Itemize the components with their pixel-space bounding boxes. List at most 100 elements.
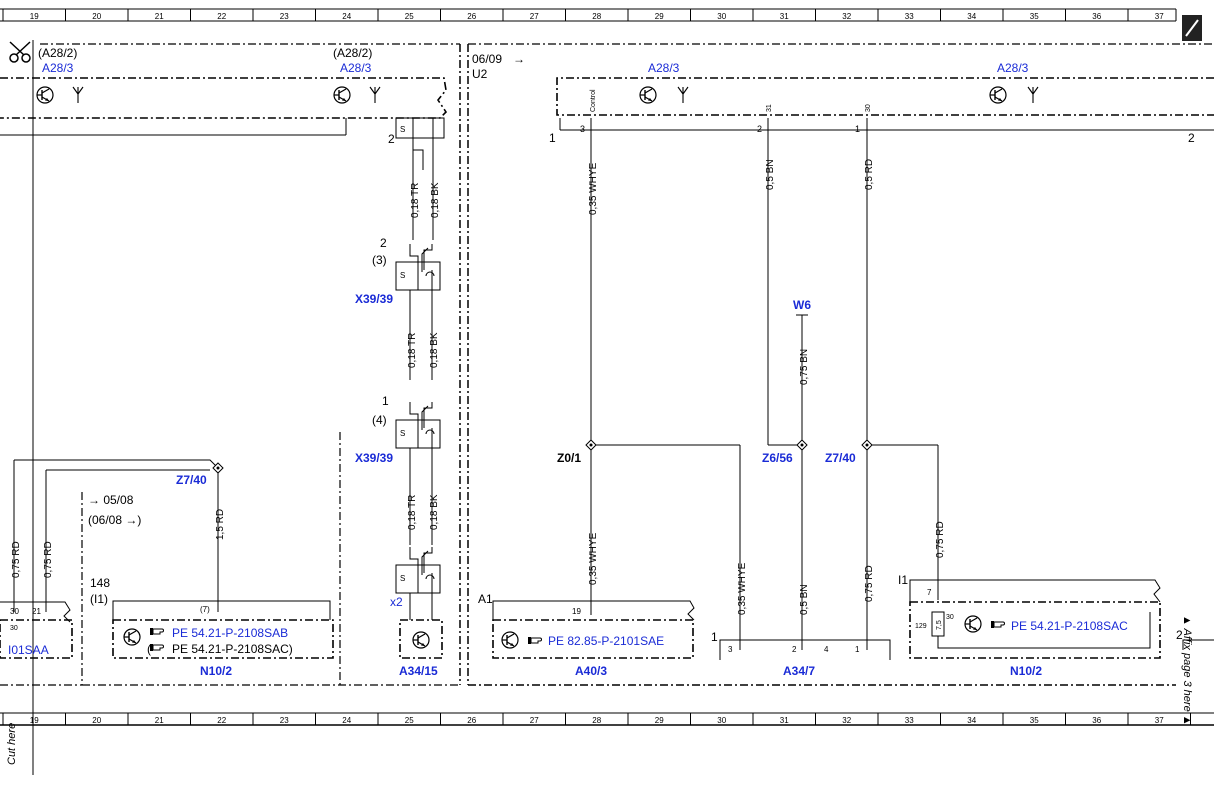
transistor-icon [412,631,430,649]
i01saa-box [0,619,73,659]
transistor-icon [964,615,982,633]
z7-40-link[interactable]: Z7/40 [825,451,856,465]
pin-7: 7 [927,588,932,597]
ruler-number: 22 [217,716,226,725]
ruler-number: 19 [30,716,39,725]
pin-30-left: 30 [10,607,19,616]
pin-2: 2 [757,124,762,134]
connector-icon [395,401,441,461]
pin-control-label: Control [590,89,597,112]
ruler-number: 36 [1092,716,1101,725]
x39-39-link[interactable]: X39/39 [355,292,393,306]
a34-7-link[interactable]: A34/7 [783,664,815,678]
wire-label: 0,75 RD [864,565,875,602]
antenna-icon [677,86,689,104]
wire-label: 0,5 BN [765,159,776,190]
antenna-icon [369,86,381,104]
pin-30: 30 [946,614,954,621]
ruler-number: 30 [717,12,726,21]
z0-1-label: Z0/1 [557,451,581,465]
a28-3-left-box [0,77,448,119]
transistor-icon [123,628,141,646]
pin-7-paren: (7) [200,605,210,614]
date-0508: → 05/08 [88,493,134,507]
top-ruler [0,8,1177,22]
ruler-number: 23 [280,716,289,725]
pe-54-21-sac-link[interactable]: PE 54.21-P-2108SAC [1011,619,1128,633]
hand-pointer-icon [527,636,542,645]
w6-link[interactable]: W6 [793,298,811,312]
pin-3: 3 [580,124,585,134]
a28-3-right-link[interactable]: A28/3 [648,61,680,75]
label-148: 148 [90,576,110,590]
wire-label: 0,5 RD [864,159,875,190]
ruler-number: 31 [780,12,789,21]
a28-3-right-link-2[interactable]: A28/3 [997,61,1029,75]
z6-56-link[interactable]: Z6/56 [762,451,793,465]
wire-label: 0,35 WHYE [737,562,748,615]
wire-label: 0,35 WHYE [588,532,599,585]
a40-3-link[interactable]: A40/3 [575,664,607,678]
wire-label: 0,18 TR [407,333,418,368]
n10-2-left-box [112,619,334,659]
date-label: 06/09 [472,52,502,66]
z7-40-left-link[interactable]: Z7/40 [176,473,207,487]
ruler-number: 32 [842,12,851,21]
ruler-number: 35 [1030,12,1039,21]
transistor-icon [501,631,519,649]
connector-pin-1: 1 [382,394,389,408]
a34-15-link[interactable]: A34/15 [399,664,438,678]
ruler-number: 23 [280,12,289,21]
a34-7-pin-3: 3 [728,645,733,654]
wire-label: 0,35 WHYE [588,162,599,215]
i01saa-link[interactable]: I01SAA [8,643,49,657]
a28-3-mid-link[interactable]: A28/3 [340,61,372,75]
ruler-number: 34 [967,716,976,725]
pin-30-label: 30 [865,104,872,112]
x2-link[interactable]: x2 [390,595,403,609]
ruler-number: 27 [530,12,539,21]
ruler-number: 24 [342,12,351,21]
ruler-number: 32 [842,716,851,725]
pin-31-label: 31 [766,104,773,112]
wire-label: 1,5 RD [215,509,226,540]
ruler-number: 29 [655,12,664,21]
pin-19: 19 [572,607,581,616]
hand-pointer-icon [990,620,1005,629]
hand-pointer-icon [149,627,164,636]
ruler-number: 28 [592,716,601,725]
ruler-number: 29 [655,716,664,725]
ruler-number: 19 [30,12,39,21]
pe-54-21-sab-link[interactable]: PE 54.21-P-2108SAB [172,626,288,640]
bottom-ruler [0,712,1214,726]
ruler-number: 33 [905,716,914,725]
x39-39-link-2[interactable]: X39/39 [355,451,393,465]
wire-label: 0,18 BK [429,332,440,368]
ruler-number: 22 [217,12,226,21]
n10-2-right-link[interactable]: N10/2 [1010,664,1042,678]
paren-open: ( [147,642,151,656]
ruler-number: 20 [92,12,101,21]
wire-label: 0,18 TR [407,495,418,530]
wire-label: 0,18 TR [410,183,421,218]
wire-label: 0,18 BK [430,182,441,218]
n10-2-right-box [909,601,1161,659]
n10-2-left-link[interactable]: N10/2 [200,664,232,678]
ruler-number: 21 [155,12,164,21]
transistor-icon [333,86,351,104]
cut-here-label: Cut here [6,723,18,765]
a34-7-pin-1b: 1 [855,645,860,654]
connector-pin-3: (3) [372,253,387,267]
a34-7-pin-4: 4 [824,645,829,654]
svg-text:S: S [400,125,405,134]
transistor-icon [36,86,54,104]
a28-3-left-link[interactable]: A28/3 [42,61,74,75]
ruler-number: 24 [342,716,351,725]
ruler-number: 27 [530,716,539,725]
ruler-number: 36 [1092,12,1101,21]
junction-node [796,439,808,451]
ruler-number: 33 [905,12,914,21]
pe-82-85-link[interactable]: PE 82.85-P-2101SAE [548,634,664,648]
